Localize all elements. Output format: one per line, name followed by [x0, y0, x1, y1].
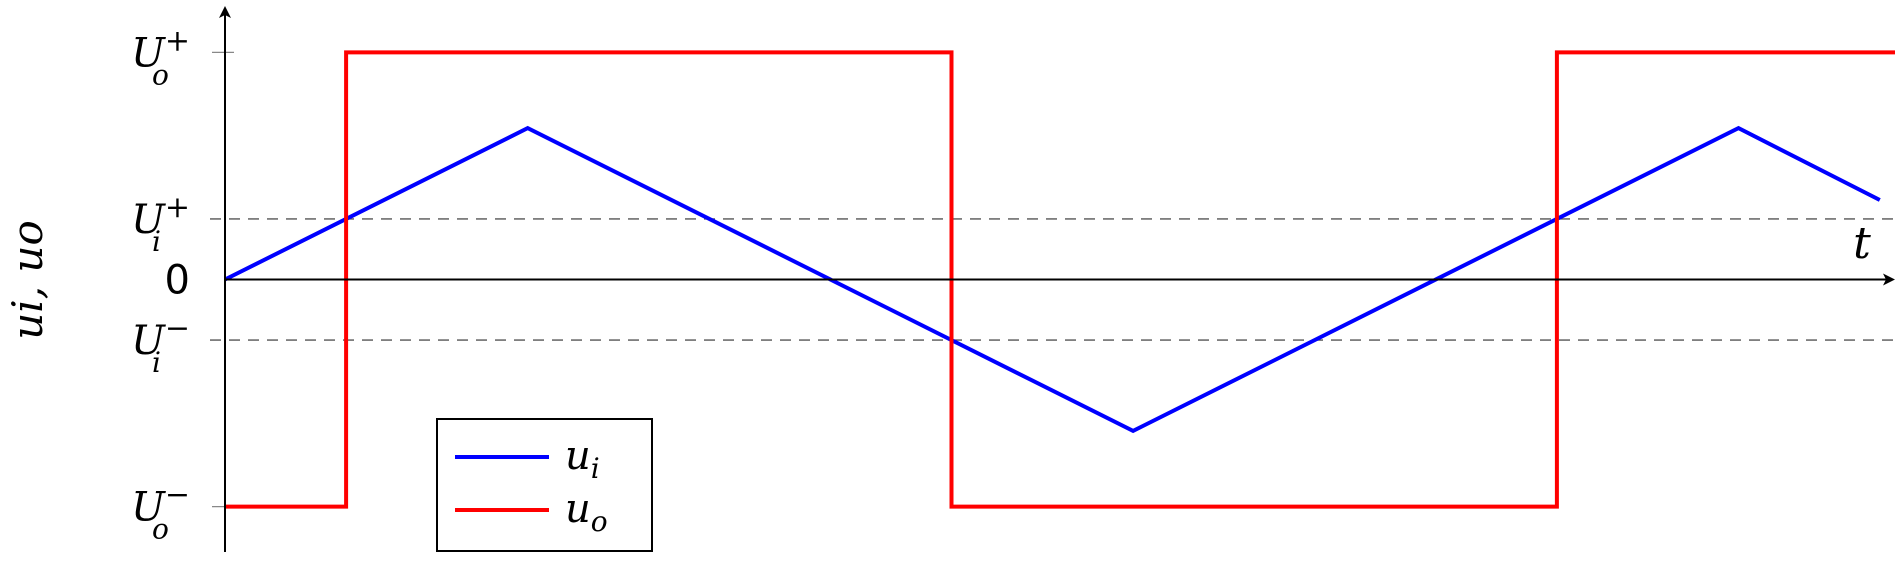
y-tick-label-1: U+ [131, 190, 190, 243]
y-tick-label-sub-4: o [152, 513, 169, 546]
y-axis-label: ui, uo [3, 220, 52, 340]
y-tick-label-sub-1: i [152, 225, 161, 258]
y-tick-label-4: U− [131, 478, 190, 531]
y-tick-label-2: 0 [165, 258, 190, 304]
y-tick-label-sub-3: i [152, 346, 161, 379]
y-tick-label-3: U− [131, 311, 190, 364]
axes [219, 6, 1895, 552]
series-line-u-i [224, 125, 1881, 434]
legend-label-u-i: ui [565, 433, 600, 485]
y-tick-label-sub-0: o [152, 58, 169, 91]
x-axis-label: t [1853, 218, 1871, 269]
y-tick-label-0: U+ [131, 23, 190, 76]
legend-label-u-o: uo [565, 486, 608, 538]
legend-box [436, 418, 653, 552]
